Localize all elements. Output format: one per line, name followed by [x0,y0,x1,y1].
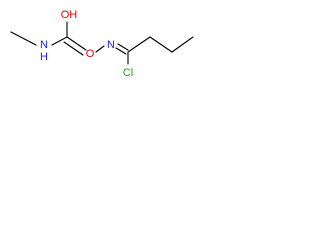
bond-methyl-nitrogen [10,31,37,46]
bond-nitrogen-carbon [51,36,68,46]
atom-label-imine-nitrogen: N [107,39,115,51]
bond-nitrogen-carbon-double-b [115,47,127,55]
atom-label-chlorine: Cl [123,67,133,79]
atom-label-ether-oxygen: O [86,48,95,60]
bond-chain-3 [171,36,194,53]
bond-oxygen-nitrogen [95,45,105,53]
molecule-structure: OH N H O N Cl [10,9,194,79]
bond-carbon-ether-oxygen-a [66,36,87,51]
atom-label-amine-nitrogen: N [40,39,48,51]
atom-label-hydroxyl: OH [61,9,78,21]
bond-carbon-ether-oxygen-b [63,41,84,56]
atom-label-amine-hydrogen: H [40,51,48,63]
bond-chain-2 [149,36,173,53]
bond-nitrogen-carbon-double-a [117,43,129,51]
bond-chain-1 [127,36,151,53]
bonds [10,21,194,65]
atom-labels: OH N H O N Cl [40,9,133,79]
